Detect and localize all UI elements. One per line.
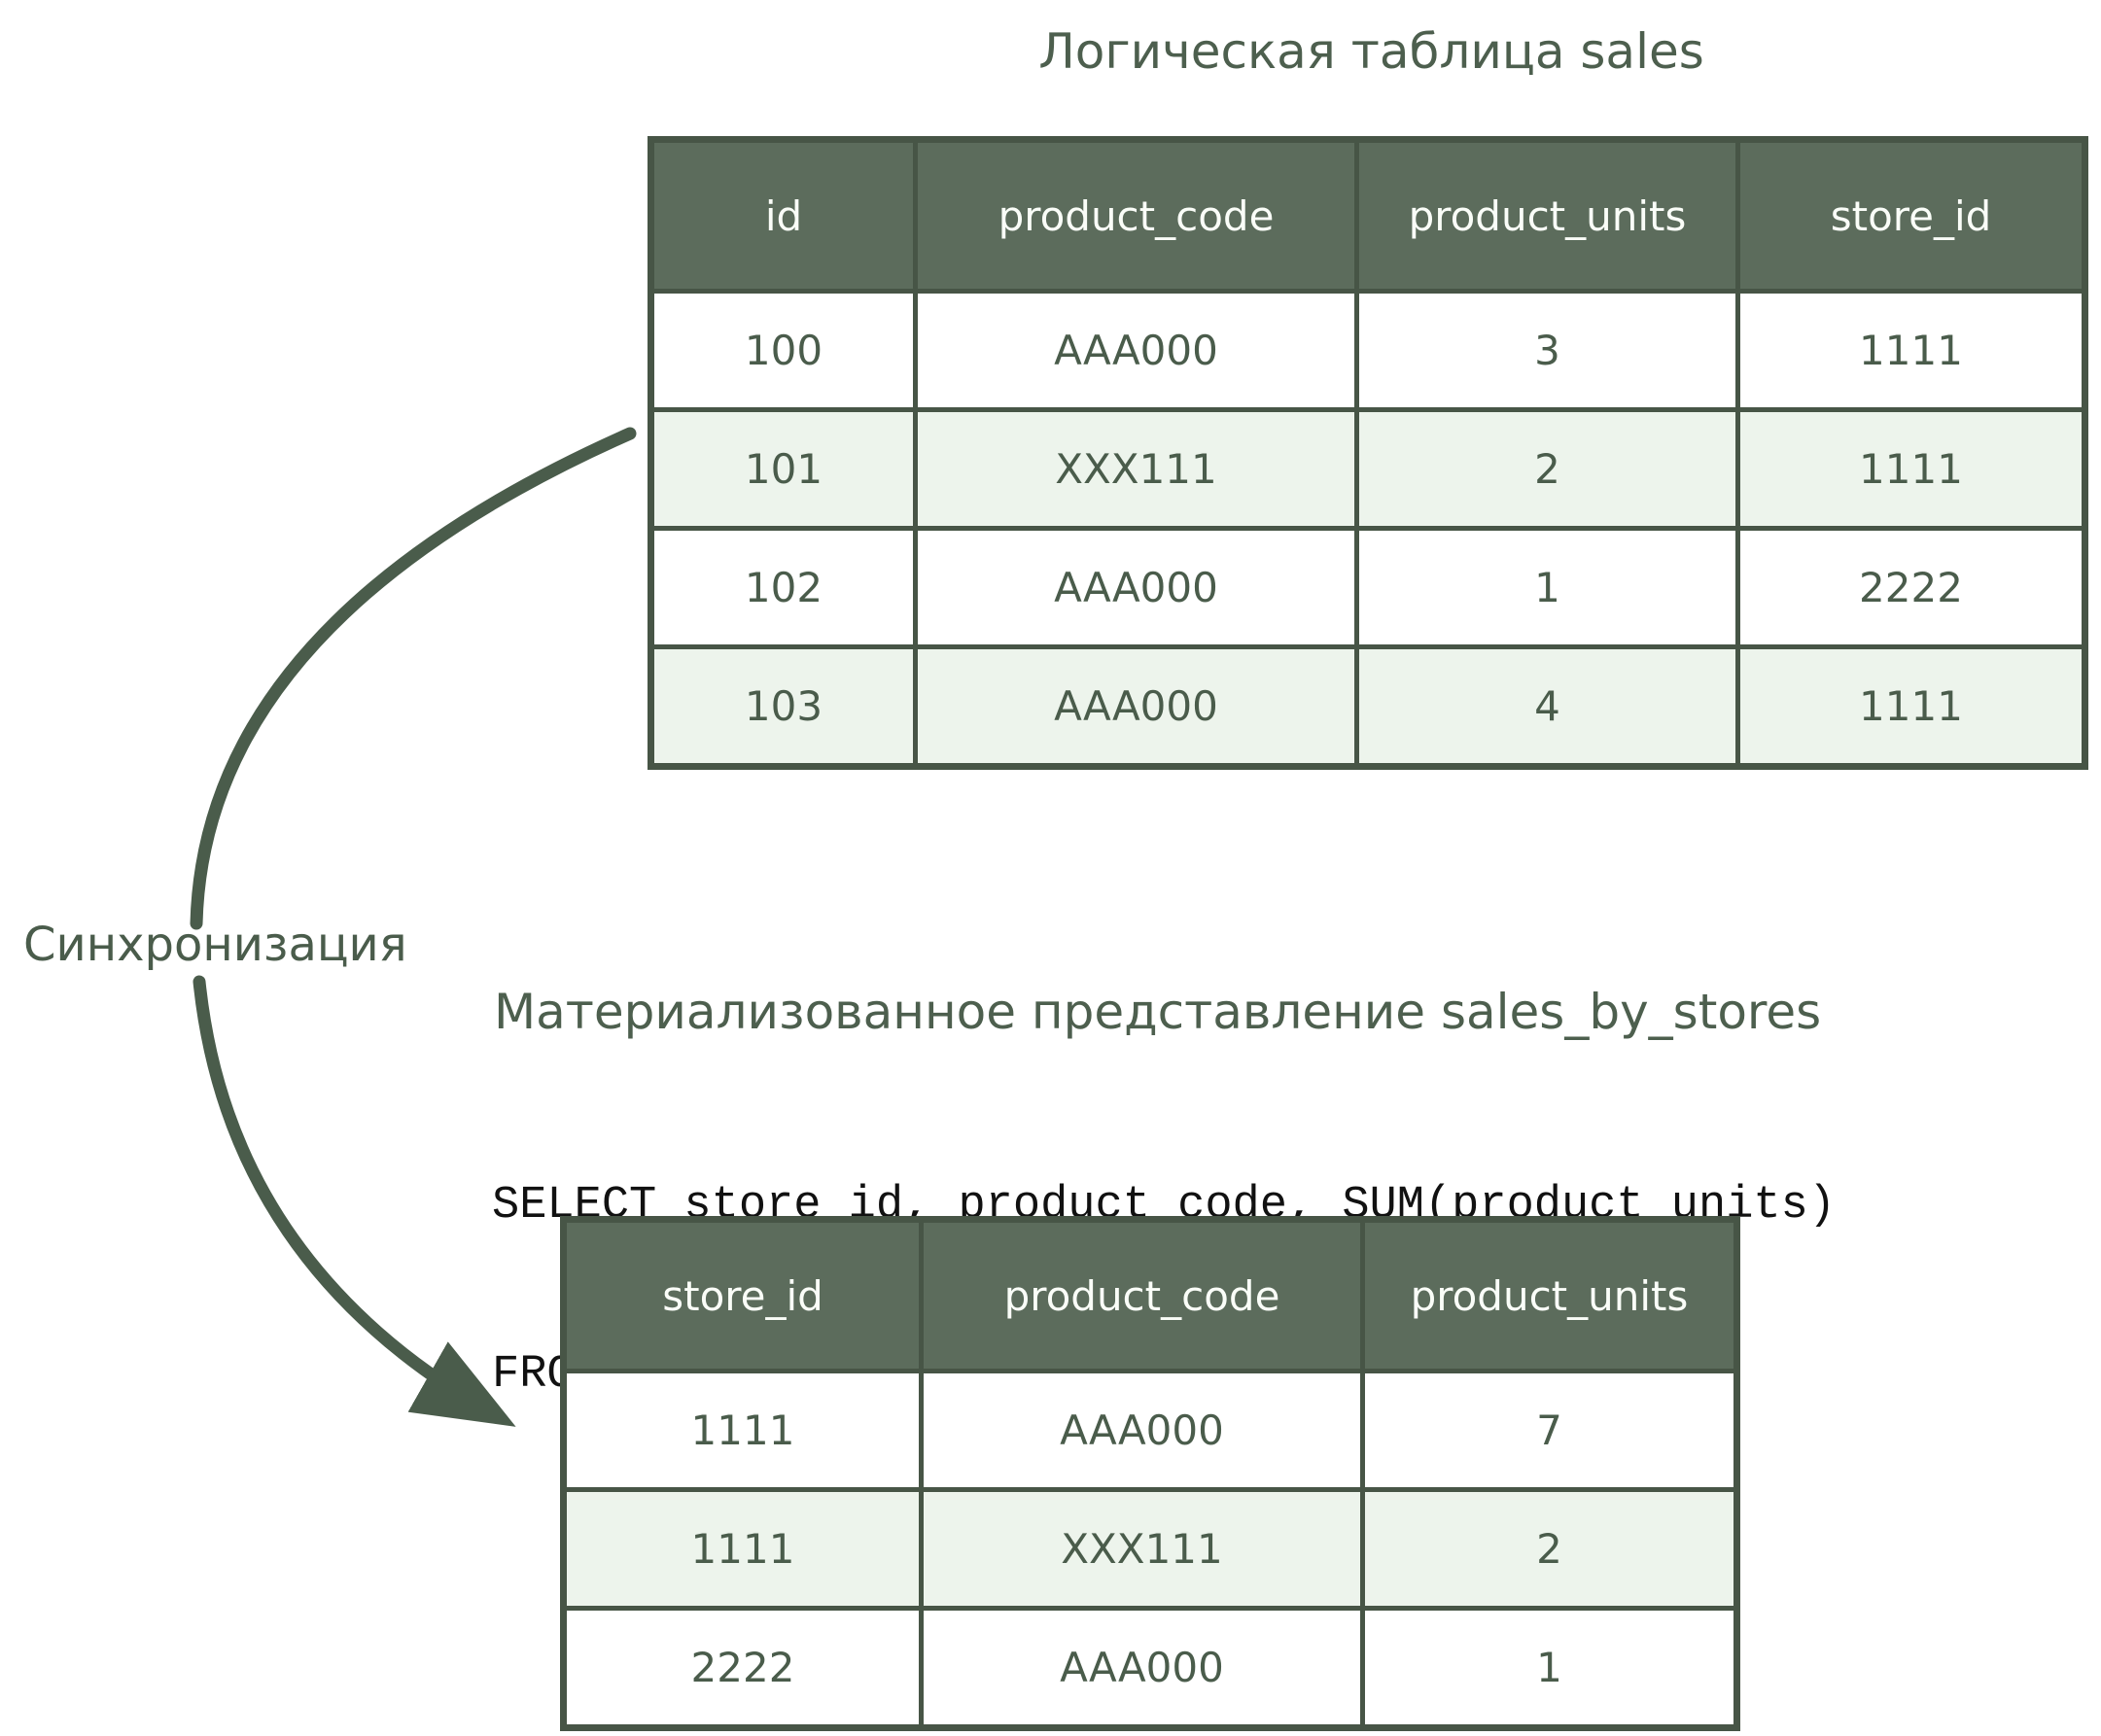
table-cell: 1: [1354, 526, 1740, 649]
table-cell: 2222: [1735, 526, 2087, 649]
view-header-row: store_id product_code product_units: [561, 1217, 1739, 1373]
table-row: 1111 XXX111 2: [561, 1487, 1739, 1611]
table-cell: 2: [1360, 1487, 1739, 1611]
sales-col-store-id: store_id: [1735, 137, 2087, 294]
table-cell: XXX111: [919, 1487, 1365, 1611]
table-cell: AAA000: [919, 1606, 1365, 1730]
view-table: store_id product_code product_units 1111…: [560, 1216, 1740, 1731]
table-cell: 101: [648, 407, 918, 531]
table-cell: XXX111: [913, 407, 1359, 531]
sales-col-id: id: [648, 137, 918, 294]
table-cell: 1111: [561, 1487, 924, 1611]
table-cell: 1111: [1735, 289, 2087, 412]
view-col-product-code: product_code: [919, 1217, 1365, 1373]
sales-table-title: Логическая таблица sales: [1038, 23, 1704, 80]
table-row: 101 XXX111 2 1111: [648, 407, 2087, 531]
view-col-product-units: product_units: [1360, 1217, 1739, 1373]
view-col-store-id: store_id: [561, 1217, 924, 1373]
table-row: 100 AAA000 3 1111: [648, 289, 2087, 412]
table-cell: 1: [1360, 1606, 1739, 1730]
table-cell: 103: [648, 644, 918, 769]
view-table-title: Материализованное представление sales_by…: [494, 984, 1822, 1040]
table-cell: 2: [1354, 407, 1740, 531]
table-row: 102 AAA000 1 2222: [648, 526, 2087, 649]
sync-arrow-lower-segment: [193, 975, 516, 1427]
sync-arrow-upper-segment: [190, 427, 637, 930]
table-cell: 102: [648, 526, 918, 649]
table-cell: AAA000: [913, 526, 1359, 649]
table-cell: 4: [1354, 644, 1740, 769]
sales-table: id product_code product_units store_id 1…: [648, 136, 2088, 770]
table-cell: 100: [648, 289, 918, 412]
sales-col-product-units: product_units: [1354, 137, 1740, 294]
table-cell: AAA000: [919, 1369, 1365, 1492]
table-row: 1111 AAA000 7: [561, 1369, 1739, 1492]
sales-col-product-code: product_code: [913, 137, 1359, 294]
table-cell: 1111: [1735, 407, 2087, 531]
table-row: 103 AAA000 4 1111: [648, 644, 2087, 769]
table-row: 2222 AAA000 1: [561, 1606, 1739, 1730]
table-cell: AAA000: [913, 644, 1359, 769]
table-cell: 7: [1360, 1369, 1739, 1492]
sales-header-row: id product_code product_units store_id: [648, 137, 2087, 294]
table-cell: 1111: [561, 1369, 924, 1492]
table-cell: AAA000: [913, 289, 1359, 412]
table-cell: 3: [1354, 289, 1740, 412]
sync-label: Синхронизация: [23, 918, 407, 972]
table-cell: 1111: [1735, 644, 2087, 769]
table-cell: 2222: [561, 1606, 924, 1730]
